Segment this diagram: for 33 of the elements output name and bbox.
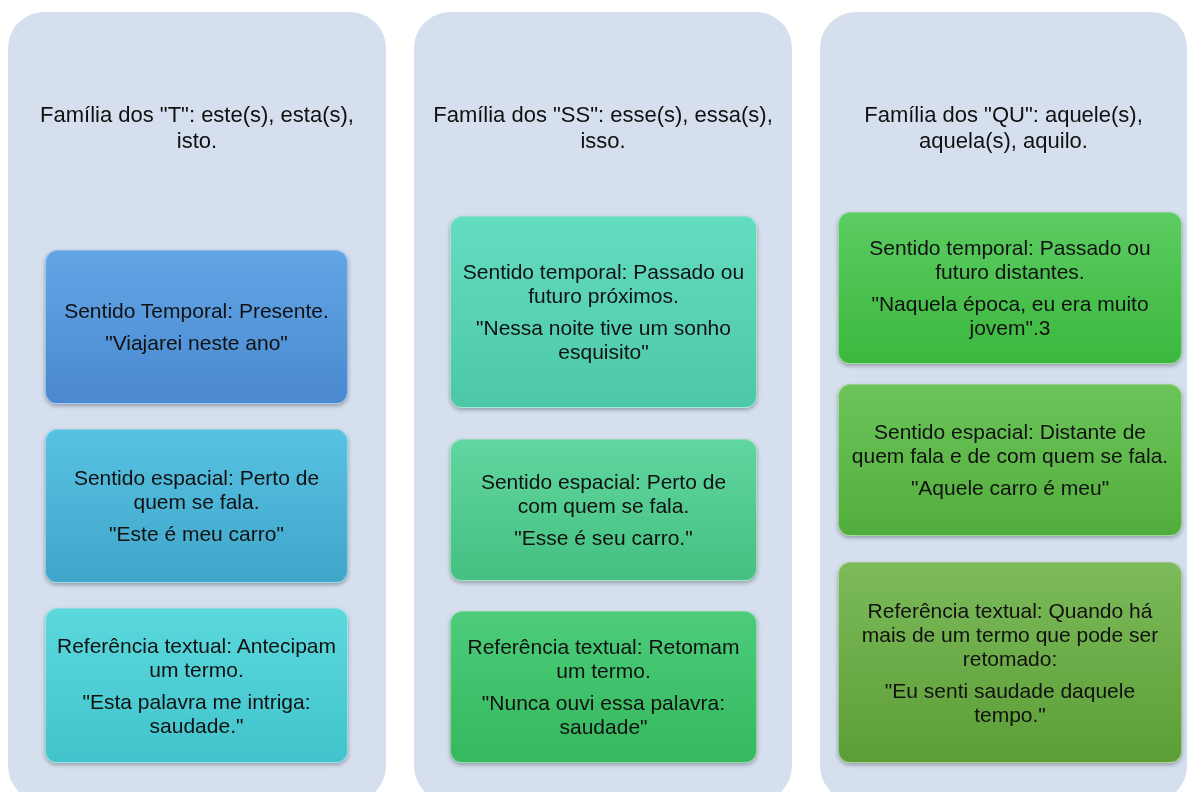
info-card xyxy=(838,562,1182,763)
example-quote: "Esta palavra me intriga: saudade." xyxy=(81,689,312,738)
example-quote: "Nessa noite tive um sonho esquisito" xyxy=(475,316,732,364)
example-quote: "Nunca ouvi essa palavra: saudade" xyxy=(480,691,727,739)
info-card xyxy=(450,439,757,581)
info-card xyxy=(450,611,757,763)
card-text: Sentido temporal: Passado ou futuro próximos. xyxy=(461,260,746,308)
card-text: Sentido Temporal: Presente. xyxy=(64,299,329,323)
example-quote: "Esse é seu carro." xyxy=(514,526,693,550)
info-card xyxy=(450,216,757,408)
card-text: Referência textual: Retomam um termo. xyxy=(466,635,741,683)
info-card xyxy=(45,429,348,583)
column-heading: Família dos "SS": esse(s), essa(s), isso. xyxy=(432,102,774,154)
info-card xyxy=(45,250,348,404)
column-panel xyxy=(820,12,1187,792)
info-card xyxy=(838,384,1182,536)
column-panel xyxy=(8,12,386,792)
info-card xyxy=(45,608,348,763)
card-text: Referência textual: Quando há mais de um termo que pode ser retomado: xyxy=(860,598,1160,671)
card-text: Sentido espacial: Distante de quem fala e de com quem se fala. xyxy=(850,420,1170,468)
card-text: Sentido espacial: Perto de com quem se fala. xyxy=(479,470,728,518)
example-quote: "Este é meu carro" xyxy=(109,522,284,546)
example-quote: "Aquele carro é meu" xyxy=(910,476,1110,500)
column-heading: Família dos "T": este(s), esta(s), isto. xyxy=(39,102,355,154)
example-quote: "Eu senti saudade daquele tempo." xyxy=(883,678,1137,727)
example-quote: "Naquela época, eu era muito jovem".3 xyxy=(870,292,1150,340)
column-panel xyxy=(414,12,792,792)
example-quote: "Viajarei neste ano" xyxy=(105,331,288,355)
column-heading: Família dos "QU": aquele(s), aquela(s), aquilo. xyxy=(863,102,1144,154)
card-text: Referência textual: Antecipam um termo. xyxy=(56,633,337,682)
info-card xyxy=(838,212,1182,364)
card-text: Sentido temporal: Passado ou futuro distantes. xyxy=(868,236,1152,284)
card-text: Sentido espacial: Perto de quem se fala. xyxy=(72,466,321,514)
